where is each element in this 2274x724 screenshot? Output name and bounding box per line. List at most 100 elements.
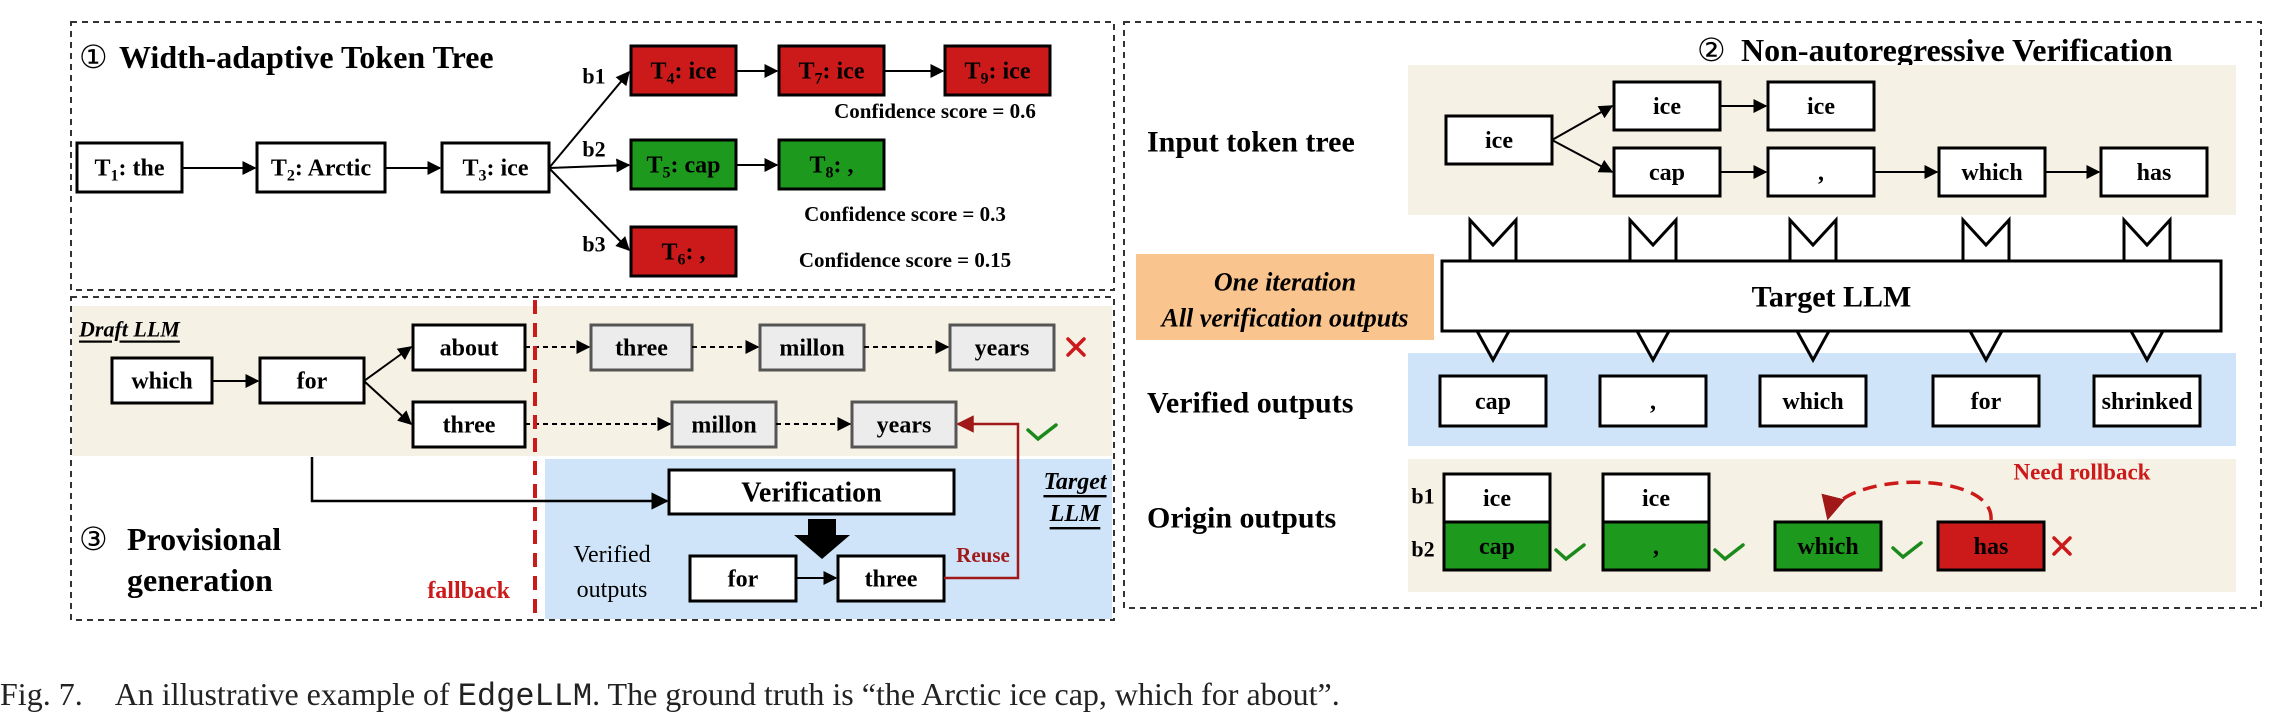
node-t9-label: T9: ice	[965, 59, 1031, 88]
tree-root-label: ice	[1485, 128, 1513, 154]
verification-box-box	[667, 468, 956, 516]
origin-cross-stroke	[2052, 536, 2072, 556]
verification-down-arrow	[794, 519, 850, 559]
verified-token-3-label: which	[1782, 389, 1843, 415]
top-chain-cross-stroke	[1066, 337, 1086, 357]
origin-b2-2-label: ,	[1653, 534, 1659, 560]
arrow-for-about	[363, 346, 413, 382]
tree-root: ice	[1444, 114, 1554, 166]
verified-outputs-label-1: Verified	[573, 542, 650, 568]
tree-bottom-2-label: ,	[1818, 160, 1824, 186]
verified-token-4-box	[1931, 374, 2041, 428]
chain-top-years-label: years	[975, 336, 1030, 362]
verified-token-5-box	[2092, 374, 2202, 428]
tree-top-2-label: ice	[1807, 94, 1835, 120]
node-t2-label-pre: T	[271, 156, 287, 182]
confidence-b3: Confidence score = 0.15	[799, 248, 1011, 272]
tree-top-2-box	[1766, 80, 1876, 132]
tree-bottom-1-box	[1612, 146, 1722, 198]
tree-bottom-4-box	[2099, 146, 2209, 198]
input-connector-1	[1468, 216, 1518, 261]
chain-top-three-label: three	[615, 336, 668, 362]
verified-token-2-label: ,	[1650, 389, 1656, 415]
chain-top-years-box	[948, 323, 1056, 372]
node-t1-label-post: : the	[119, 156, 165, 182]
node-t1-label-pre: T	[95, 156, 111, 182]
node-t6-label-pre: T	[661, 240, 677, 266]
verified-token-1: cap	[1438, 374, 1548, 428]
fallback-label: fallback	[427, 578, 510, 604]
verified-token-1-label: cap	[1475, 389, 1511, 415]
bottom-chain-check	[1026, 423, 1058, 442]
branch-b2: b2	[582, 137, 605, 162]
target-llm-box-box	[1440, 259, 2223, 333]
caption-code: EdgeLLM	[457, 678, 593, 715]
node-t8-box	[777, 138, 886, 191]
draft-llm-label: Draft LLM	[78, 317, 181, 342]
node-t8-label-post: : ,	[834, 153, 854, 179]
reuse-label: Reuse	[956, 543, 1010, 567]
confidence-b1: Confidence score = 0.6	[834, 99, 1036, 123]
arrow-root-top	[1551, 105, 1614, 141]
caption-text-after: . The ground truth is “the Arctic ice ca…	[592, 676, 1340, 712]
origin-b2-4-label: has	[1974, 534, 2009, 560]
chain-bottom-years-box	[850, 400, 958, 449]
verified-token-5-label: shrinked	[2102, 389, 2193, 415]
p3-for-label: for	[297, 369, 328, 395]
verified-for-box	[688, 554, 798, 603]
node-t3-label-pre: T	[463, 156, 479, 182]
node-t2-label: T2: Arctic	[271, 156, 372, 185]
chain-top-three-box	[589, 323, 694, 372]
chain-top-three: three	[589, 323, 694, 372]
node-t4-label-post: : ice	[675, 59, 717, 85]
arrow-for-three	[363, 380, 413, 425]
node-t3-label: T3: ice	[463, 156, 529, 185]
need-rollback-label: Need rollback	[2014, 460, 2151, 485]
chain-bottom-years-label: years	[877, 413, 932, 439]
chain-bottom-millon-label: millon	[691, 413, 756, 439]
node-t3-label-post: : ice	[487, 156, 529, 182]
p3-three-box	[411, 400, 527, 449]
panel2-title-number: ②	[1697, 32, 1726, 68]
verified-outputs-label-2: outputs	[577, 577, 648, 603]
verified-token-3: which	[1758, 374, 1868, 428]
tree-top-1-box	[1612, 80, 1722, 132]
arrow-for-verification	[310, 457, 669, 510]
branch-b1: b1	[582, 64, 605, 89]
chain-bottom-millon: millon	[670, 400, 778, 449]
origin-b1-1-label: ice	[1483, 486, 1511, 512]
tree-root-box	[1444, 114, 1554, 166]
origin-b1-1: ice	[1442, 472, 1552, 524]
confidence-b2: Confidence score = 0.3	[804, 202, 1006, 226]
origin-b2-1: cap	[1442, 520, 1552, 572]
panel3-title-number: ③	[79, 521, 108, 557]
target-llm-label-1: Target	[1043, 469, 1107, 495]
target-llm-label-2: LLM	[1049, 501, 1102, 527]
p3-about: about	[411, 323, 527, 372]
tree-bottom-3-label: which	[1961, 160, 2022, 186]
caption-prefix: Fig. 7.	[0, 676, 83, 712]
p3-about-label: about	[440, 336, 499, 362]
node-t6-label-sub: 6	[678, 251, 686, 268]
node-t4-box	[629, 44, 738, 97]
origin-check-3	[1891, 541, 1923, 560]
top-chain-cross	[1066, 337, 1086, 357]
verified-token-4: for	[1931, 374, 2041, 428]
output-connector-1	[1475, 330, 1511, 364]
origin-b2-3-label: which	[1797, 534, 1858, 560]
input-connector-4	[1961, 216, 2011, 261]
verified-for: for	[688, 554, 798, 603]
verified-token-4-label: for	[1971, 389, 2002, 415]
origin-cross	[2052, 536, 2072, 556]
iteration-box	[1136, 254, 1434, 340]
caption-text-before: An illustrative example of	[114, 676, 458, 712]
node-t9-label-pre: T	[965, 59, 981, 85]
verified-three-label: three	[865, 567, 918, 593]
origin-b1-2-box	[1601, 472, 1711, 524]
origin-b1-2: ice	[1601, 472, 1711, 524]
verified-token-3-box	[1758, 374, 1868, 428]
arrow-t3-t6	[548, 167, 630, 252]
tree-bottom-3: which	[1937, 146, 2047, 198]
chain-bottom-years: years	[850, 400, 958, 449]
